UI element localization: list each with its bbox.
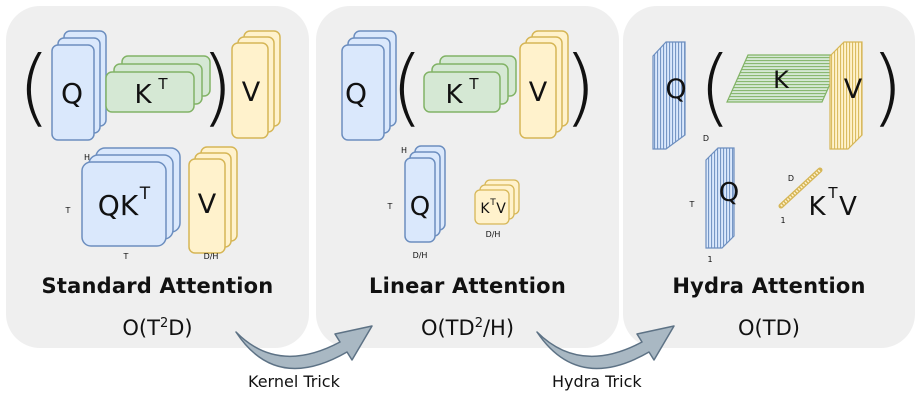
ktv-label: K T V xyxy=(808,184,857,222)
panel-title: Hydra Attention xyxy=(672,274,866,298)
panel-title: Linear Attention xyxy=(369,274,566,298)
svg-text:V: V xyxy=(839,192,857,222)
dim-label: T xyxy=(387,202,393,211)
svg-text:V: V xyxy=(529,77,548,108)
svg-text:K: K xyxy=(134,80,152,110)
svg-text:K: K xyxy=(773,66,790,94)
open-paren: ( xyxy=(18,38,51,136)
close-paren: ) xyxy=(564,38,597,136)
dim-label: D xyxy=(703,134,709,143)
kernel-trick-label: Kernel Trick xyxy=(248,372,340,391)
open-paren: ( xyxy=(391,38,424,136)
close-paren: ) xyxy=(871,38,904,136)
svg-text:T: T xyxy=(157,75,168,93)
ktv-vector xyxy=(778,167,823,209)
k-slab: K xyxy=(726,54,844,103)
complexity-label: O(T2D) xyxy=(122,316,193,340)
dim-label: T xyxy=(123,252,129,261)
svg-text:K: K xyxy=(480,201,490,217)
q-block: Q xyxy=(404,145,446,243)
svg-text:K: K xyxy=(808,192,826,222)
svg-text:K: K xyxy=(445,80,463,110)
hydra-trick-label: Hydra Trick xyxy=(552,372,642,391)
qkt-block: QK T xyxy=(81,147,181,247)
dim-label: D/H xyxy=(486,230,501,239)
dim-label: H xyxy=(84,153,90,162)
v-slab: V xyxy=(829,41,863,150)
open-paren: ( xyxy=(699,38,732,136)
q-slab: Q xyxy=(705,147,739,249)
panel-title: Standard Attention xyxy=(41,274,274,298)
svg-text:V: V xyxy=(496,201,506,217)
dim-label: 1 xyxy=(707,255,712,264)
kernel-trick-arrow xyxy=(235,325,373,370)
svg-text:QK: QK xyxy=(98,189,139,222)
dim-label: T xyxy=(689,200,695,209)
svg-text:T: T xyxy=(139,184,151,204)
svg-text:V: V xyxy=(242,77,261,108)
svg-text:V: V xyxy=(844,74,863,105)
q-block: Q xyxy=(341,30,397,141)
v-block: V xyxy=(188,146,238,254)
kt-block: K T xyxy=(105,55,211,113)
svg-text:Q: Q xyxy=(665,74,686,105)
dim-label: T xyxy=(65,206,71,215)
q-slab: Q xyxy=(652,41,687,150)
svg-text:Q: Q xyxy=(410,192,430,222)
dim-label: D xyxy=(788,174,794,183)
svg-text:T: T xyxy=(468,75,479,93)
kt-block: K T xyxy=(423,55,517,113)
complexity-label: O(TD2/H) xyxy=(420,316,515,340)
hydra-trick-arrow xyxy=(536,325,675,370)
svg-text:T: T xyxy=(827,184,838,202)
svg-text:Q: Q xyxy=(719,178,739,208)
v-block: V xyxy=(519,30,569,139)
svg-text:Q: Q xyxy=(61,77,83,110)
q-block: Q xyxy=(51,30,107,141)
svg-text:T: T xyxy=(489,198,496,208)
dim-label: H xyxy=(401,146,407,155)
svg-text:Q: Q xyxy=(345,77,367,110)
v-block: V xyxy=(231,30,281,139)
dim-label: D/H xyxy=(413,251,428,260)
close-paren: ) xyxy=(201,38,234,136)
dim-label: 1 xyxy=(780,216,785,225)
complexity-label: O(TD) xyxy=(738,316,800,340)
ktv-block: K T V xyxy=(474,179,520,225)
dim-label: D/H xyxy=(204,252,219,261)
svg-text:V: V xyxy=(198,189,217,220)
